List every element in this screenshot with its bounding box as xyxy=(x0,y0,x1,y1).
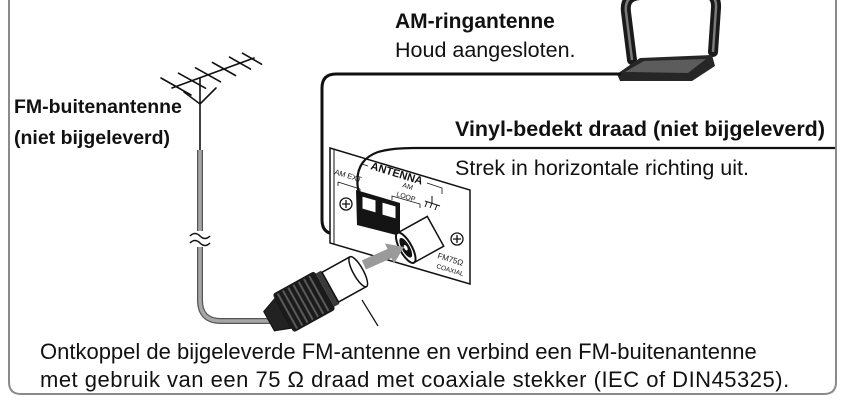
antenna-element xyxy=(160,77,192,96)
arrow-icon xyxy=(361,243,405,270)
antenna-element xyxy=(211,61,237,77)
screw-left-cross xyxy=(342,200,350,208)
plug-rib xyxy=(308,275,330,312)
panel-bracket-antenna xyxy=(361,163,443,194)
plug-rib xyxy=(287,287,309,324)
vinyl-wire-note: Strek in horizontale richting uit. xyxy=(455,156,749,180)
panel-bracket-am-loop xyxy=(391,195,421,208)
am-loop-antenna-note: Houd aangesloten. xyxy=(395,38,576,62)
plug-rib xyxy=(292,284,314,321)
antenna-element xyxy=(177,72,207,89)
ground-tick xyxy=(434,204,438,211)
break-wave-bottom xyxy=(189,239,211,247)
ground-tick xyxy=(424,201,428,208)
cable-break-icon xyxy=(189,232,211,247)
panel-label-am-loop-top: AM xyxy=(401,182,413,192)
plug-tip-end xyxy=(348,255,369,288)
ground-bar xyxy=(424,200,441,207)
am-terminal-block xyxy=(356,190,400,236)
insert-arrow xyxy=(361,243,405,270)
terminal-lever-am-loop xyxy=(381,201,397,220)
coaxial-plug xyxy=(263,255,369,332)
plug-rib xyxy=(303,278,325,315)
am-loop-antenna xyxy=(617,0,722,81)
screw-right-cross xyxy=(453,235,461,243)
ground-icon xyxy=(424,196,441,211)
am-loop-antenna-title: AM-ringantenne xyxy=(395,10,555,33)
fm-outdoor-antenna-title: FM-buitenantenne xyxy=(14,96,182,118)
loop-frame-highlight xyxy=(624,0,718,61)
vinyl-wire-title: Vinyl-bedekt draad (niet bijgeleverd) xyxy=(455,117,825,141)
vinyl-wire xyxy=(356,146,835,199)
screw-icon xyxy=(339,197,353,211)
plug-rib xyxy=(276,292,298,329)
fm-coaxial-cable xyxy=(197,150,272,324)
ground-tick xyxy=(429,202,433,209)
fm-outdoor-antenna-note: (niet bijgeleverd) xyxy=(14,127,171,149)
socket-pin xyxy=(403,245,408,251)
plug-ribs xyxy=(276,275,330,329)
cable-outline xyxy=(197,150,272,324)
cable-core xyxy=(198,150,272,323)
loop-frame xyxy=(620,0,722,65)
loop-stand-top xyxy=(625,59,706,73)
antenna-element xyxy=(241,52,263,65)
break-wave-top xyxy=(189,232,211,240)
antenna-element xyxy=(194,67,222,83)
rear-panel: AM EXT ANTENNA AM LOOP xyxy=(329,146,471,286)
plug-rib xyxy=(282,290,304,327)
terminal-lever-am-ext xyxy=(361,195,377,214)
screw-icon xyxy=(450,232,464,246)
instruction-line-2: met gebruik van een 75 Ω draad met coaxi… xyxy=(40,367,790,392)
plug-collar xyxy=(315,270,340,307)
plug-rib xyxy=(297,281,319,318)
plug-callout-line xyxy=(361,299,379,327)
instruction-line-1: Ontkoppel de bijgeleverde FM-antenne en … xyxy=(40,339,757,364)
figure-frame xyxy=(8,0,837,395)
antenna-element xyxy=(228,56,252,70)
